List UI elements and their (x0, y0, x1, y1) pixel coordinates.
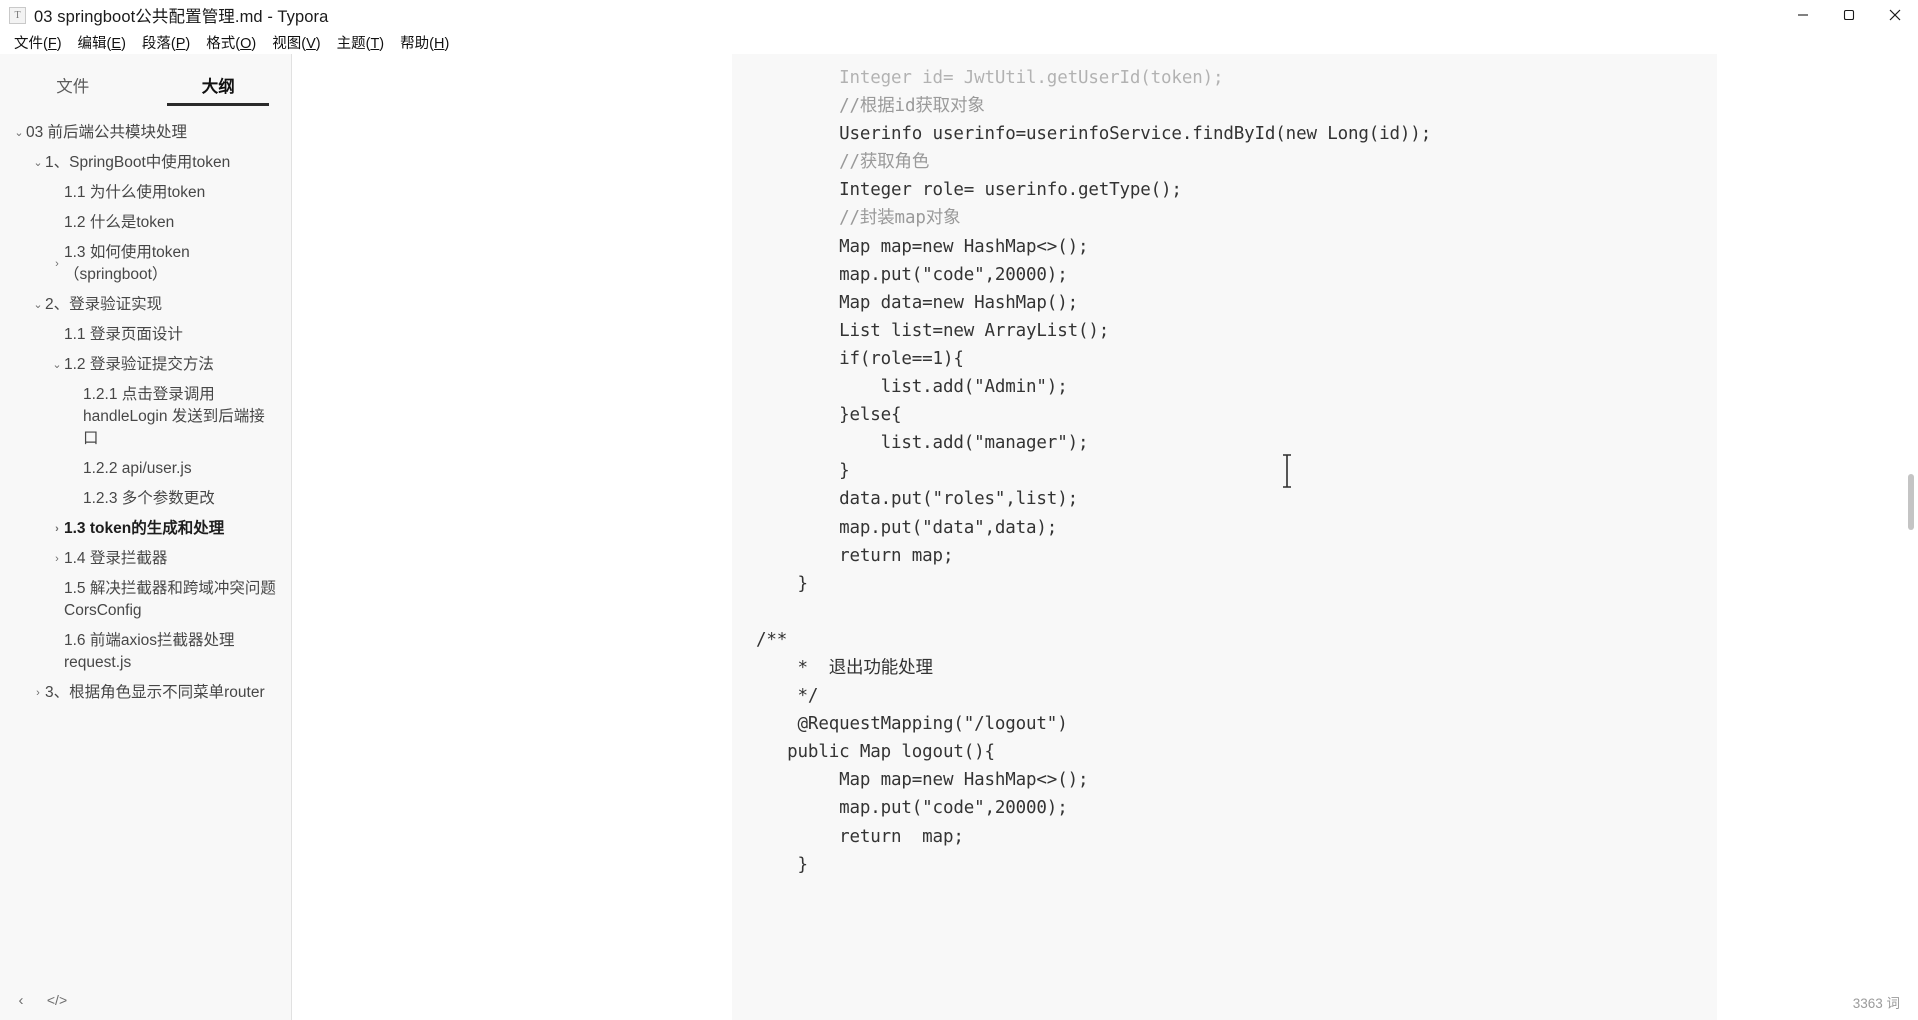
code-line: Integer id= JwtUtil.getUserId(token); (756, 68, 1224, 88)
menu-item-3[interactable]: 段落(P) (141, 35, 191, 52)
code-line (756, 598, 1717, 626)
sidebar-footer: ‹ </> (0, 980, 291, 1020)
code-line: list.add("Admin"); (756, 377, 1068, 398)
menu-item-5[interactable]: 视图(V) (272, 35, 321, 52)
code-line: map.put("code",20000); (756, 264, 1068, 285)
outline-item-label: 1.2.3 多个参数更改 (83, 490, 215, 507)
code-line: /** (756, 629, 788, 650)
code-line: //获取角色 (756, 152, 930, 173)
code-line: public Map logout(){ (756, 742, 995, 763)
title-bar: T 03 springboot公共配置管理.md - Typora (0, 0, 1918, 30)
menu-bar: 文件(F) 编辑(E) 段落(P) 格式(O) 视图(V) 主题(T) 帮助(H) (0, 30, 1918, 54)
code-line: Map map=new HashMap<>(); (756, 770, 1089, 791)
code-line: Map map=new HashMap<>(); (756, 236, 1089, 257)
back-icon[interactable]: ‹ (18, 991, 24, 1009)
code-line: Map data=new HashMap(); (756, 292, 1078, 313)
code-line: Integer role= userinfo.getType(); (756, 180, 1182, 201)
outline-item[interactable]: › 1.3 如何使用token（springboot） (0, 238, 291, 290)
outline-item[interactable]: › 1.4 登录拦截器 (0, 544, 291, 574)
menu-item-1[interactable]: 文件(F) (14, 35, 62, 52)
code-line: return map; (756, 545, 954, 566)
outline-item[interactable]: › 1.3 token的生成和处理 (0, 514, 291, 544)
outline-item[interactable]: › 3、根据角色显示不同菜单router (0, 678, 291, 708)
outline-item[interactable]: ⌄1、SpringBoot中使用token (0, 148, 291, 178)
code-line: } (756, 461, 850, 482)
outline-item-label: 3、根据角色显示不同菜单router (45, 684, 265, 701)
close-icon[interactable] (1872, 0, 1918, 30)
menu-item-2[interactable]: 编辑(E) (77, 35, 126, 52)
code-line: @RequestMapping("/logout") (756, 714, 1068, 735)
editor-pane[interactable]: Integer id= JwtUtil.getUserId(token); //… (292, 54, 1918, 1020)
window-controls (1780, 0, 1918, 30)
outline-item-label: 1.2 登录验证提交方法 (64, 356, 214, 373)
outline-item[interactable]: ⌄2、登录验证实现 (0, 290, 291, 320)
outline-item[interactable]: ⌄1.2 登录验证提交方法 (0, 350, 291, 380)
code-line: map.put("data",data); (756, 517, 1058, 538)
code-line: data.put("roles",list); (756, 489, 1078, 510)
sidebar-tab-1[interactable]: 文件 (56, 78, 90, 96)
outline-item-label: 1.6 前端axios拦截器处理request.js (64, 632, 235, 671)
code-content[interactable]: Integer id= JwtUtil.getUserId(token); //… (732, 54, 1717, 879)
outline-item[interactable]: ›1.5 解决拦截器和跨域冲突问题CorsConfig (0, 574, 291, 626)
outline-item-label: 1.2.2 api/user.js (83, 460, 192, 477)
outline-item-label: 1.3 token的生成和处理 (64, 520, 225, 537)
code-line: list.add("manager"); (756, 433, 1089, 454)
sidebar-tabs: 文件 大纲 (0, 54, 291, 106)
window-title: 03 springboot公共配置管理.md - Typora (34, 8, 329, 26)
chevron-right-icon[interactable]: › (55, 258, 59, 270)
code-line: map.put("code",20000); (756, 798, 1068, 819)
menu-item-6[interactable]: 主题(T) (336, 35, 385, 52)
sidebar-tab-2[interactable]: 大纲 (146, 73, 292, 106)
scrollbar-thumb[interactable] (1908, 474, 1914, 530)
chevron-right-icon[interactable]: › (36, 687, 40, 699)
minimize-icon[interactable] (1780, 0, 1826, 30)
outline-item[interactable]: ›1.1 为什么使用token (0, 178, 291, 208)
code-block[interactable]: Integer id= JwtUtil.getUserId(token); //… (732, 54, 1717, 1020)
chevron-down-icon[interactable]: ⌄ (33, 299, 43, 311)
outline-item[interactable]: ⌄03 前后端公共模块处理 (0, 118, 291, 148)
code-line: } (756, 573, 809, 594)
source-code-icon[interactable]: </> (46, 992, 68, 1008)
code-line: }else{ (756, 405, 902, 426)
code-line: return map; (756, 826, 964, 847)
outline-item-label: 1.3 如何使用token（springboot） (64, 244, 190, 283)
code-line: if(role==1){ (756, 348, 964, 369)
outline-list: ⌄03 前后端公共模块处理⌄1、SpringBoot中使用token›1.1 为… (0, 106, 291, 980)
chevron-down-icon[interactable]: ⌄ (33, 157, 43, 169)
code-line: //根据id获取对象 (756, 96, 985, 117)
chevron-right-icon[interactable]: › (55, 523, 59, 535)
outline-item-label: 1.1 为什么使用token (64, 184, 206, 201)
outline-item-label: 1、SpringBoot中使用token (45, 154, 231, 171)
outline-item[interactable]: ›1.2.1 点击登录调用 handleLogin 发送到后端接口 (0, 380, 291, 454)
outline-item-label: 1.4 登录拦截器 (64, 550, 168, 567)
maximize-icon[interactable] (1826, 0, 1872, 30)
outline-item-label: 1.2.1 点击登录调用 handleLogin 发送到后端接口 (83, 386, 265, 447)
outline-item[interactable]: ›1.6 前端axios拦截器处理request.js (0, 626, 291, 678)
menu-item-4[interactable]: 格式(O) (206, 35, 257, 52)
app-icon: T (9, 6, 26, 24)
chevron-right-icon[interactable]: › (55, 553, 59, 565)
chevron-down-icon[interactable]: ⌄ (14, 127, 24, 139)
chevron-down-icon[interactable]: ⌄ (52, 359, 62, 371)
outline-item[interactable]: ›1.1 登录页面设计 (0, 320, 291, 350)
outline-item-label: 03 前后端公共模块处理 (26, 124, 188, 141)
outline-item[interactable]: ›1.2.3 多个参数更改 (0, 484, 291, 514)
menu-item-7[interactable]: 帮助(H) (400, 35, 450, 52)
code-line: //封装map对象 (756, 208, 961, 229)
code-line: */ (756, 686, 819, 707)
word-count-status[interactable]: 3363 词 (1852, 996, 1900, 1011)
code-line: Userinfo userinfo=userinfoService.findBy… (756, 124, 1432, 145)
outline-item-label: 1.2 什么是token (64, 214, 175, 231)
code-line: } (756, 854, 809, 875)
outline-item-label: 1.5 解决拦截器和跨域冲突问题CorsConfig (64, 580, 276, 619)
editor-scrollbar[interactable] (1906, 54, 1916, 1020)
outline-item-label: 2、登录验证实现 (45, 296, 163, 313)
outline-item-label: 1.1 登录页面设计 (64, 326, 183, 343)
outline-item[interactable]: ›1.2.2 api/user.js (0, 454, 291, 484)
code-line: * 退出功能处理 (756, 657, 933, 678)
code-line: List list=new ArrayList(); (756, 320, 1110, 341)
outline-item[interactable]: ›1.2 什么是token (0, 208, 291, 238)
